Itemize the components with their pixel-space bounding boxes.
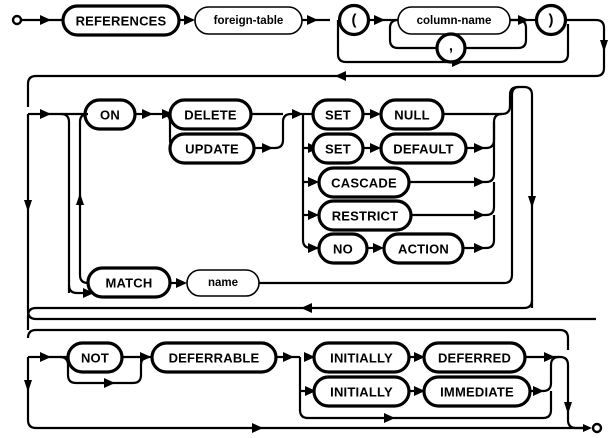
- node-update[interactable]: UPDATE: [168, 132, 256, 165]
- bypass-deferrable-group: [24, 357, 576, 433]
- connector-references-foreigntable: [179, 15, 195, 25]
- node-references[interactable]: REFERENCES: [61, 4, 181, 37]
- node-restrict-label: RESTRICT: [332, 209, 399, 224]
- node-match[interactable]: MATCH: [86, 266, 172, 299]
- node-null-label: NULL: [394, 108, 429, 123]
- node-not-label: NOT: [81, 351, 109, 366]
- node-comma-label: ,: [449, 38, 453, 55]
- row3-top-rail: [26, 328, 570, 350]
- node-column-name-label: column-name: [417, 15, 492, 27]
- node-initially-immediate[interactable]: INITIALLY: [312, 375, 411, 408]
- node-foreign-table[interactable]: foreign-table: [194, 6, 303, 35]
- node-deferrable[interactable]: DEFERRABLE: [150, 341, 278, 374]
- node-cascade-label: CASCADE: [331, 176, 397, 191]
- node-comma[interactable]: ,: [435, 32, 467, 64]
- node-cascade[interactable]: CASCADE: [317, 166, 411, 199]
- connector-initially-deferred: [409, 352, 425, 362]
- node-set-default[interactable]: SET: [311, 132, 365, 165]
- connector-name-merge: [259, 85, 520, 285]
- connector-row1-to-row2: [26, 18, 608, 107]
- connector-match-name: [170, 278, 187, 288]
- connector-foreigntable-fork: [302, 15, 330, 25]
- end-marker: [576, 422, 603, 434]
- node-no-label: NO: [333, 242, 353, 257]
- node-references-label: REFERENCES: [76, 14, 167, 29]
- node-not[interactable]: NOT: [66, 341, 124, 374]
- node-initially-immediate-label: INITIALLY: [330, 385, 393, 400]
- connector-set-null: [363, 109, 381, 119]
- node-default-label: DEFAULT: [393, 142, 453, 157]
- node-initially-deferred-label: INITIALLY: [330, 351, 393, 366]
- connector-no-action: [367, 243, 384, 253]
- node-action-label: ACTION: [398, 242, 449, 257]
- row2-entry: [28, 109, 85, 119]
- connector-columnname-rparen: [510, 15, 537, 25]
- node-update-label: UPDATE: [185, 142, 239, 157]
- node-on[interactable]: ON: [83, 98, 137, 131]
- node-deferred-label: DEFERRED: [438, 351, 511, 366]
- connector-deleteupdate-merge: [251, 109, 313, 153]
- node-delete-label: DELETE: [184, 108, 237, 123]
- connector-not-deferrable: [122, 352, 152, 362]
- node-lparen[interactable]: (: [337, 3, 371, 37]
- node-foreign-table-label: foreign-table: [214, 15, 284, 27]
- start-marker: [11, 14, 63, 26]
- node-null[interactable]: NULL: [379, 98, 445, 131]
- connector-set-default: [363, 143, 381, 153]
- node-set-null[interactable]: SET: [311, 98, 365, 131]
- connector-initially-immediate: [409, 386, 425, 396]
- node-set-null-label: SET: [325, 108, 351, 123]
- node-match-label: MATCH: [106, 276, 153, 291]
- node-action[interactable]: ACTION: [382, 232, 465, 265]
- node-immediate[interactable]: IMMEDIATE: [422, 375, 532, 408]
- action-fork-bar: [301, 114, 319, 253]
- node-name[interactable]: name: [186, 269, 260, 297]
- node-rparen-label: ): [549, 12, 554, 29]
- connector-row2-to-row3: [26, 300, 534, 330]
- initially-merge-bar: [395, 352, 585, 430]
- connector-deferrable-fork: [276, 352, 395, 423]
- node-deferred[interactable]: DEFERRED: [422, 341, 527, 374]
- node-deferrable-label: DEFERRABLE: [169, 351, 260, 366]
- on-branch-bypass: [60, 112, 94, 298]
- node-name-label: name: [208, 277, 238, 289]
- node-default[interactable]: DEFAULT: [379, 132, 468, 165]
- node-immediate-label: IMMEDIATE: [440, 385, 514, 400]
- node-initially-deferred[interactable]: INITIALLY: [312, 341, 411, 374]
- node-on-label: ON: [100, 108, 120, 123]
- node-restrict[interactable]: RESTRICT: [317, 199, 413, 232]
- node-no[interactable]: NO: [317, 232, 369, 265]
- node-rparen[interactable]: ): [534, 3, 568, 37]
- node-column-name[interactable]: column-name: [397, 6, 511, 35]
- node-lparen-label: (: [352, 12, 357, 29]
- node-set-default-label: SET: [325, 142, 351, 157]
- node-delete[interactable]: DELETE: [168, 98, 253, 131]
